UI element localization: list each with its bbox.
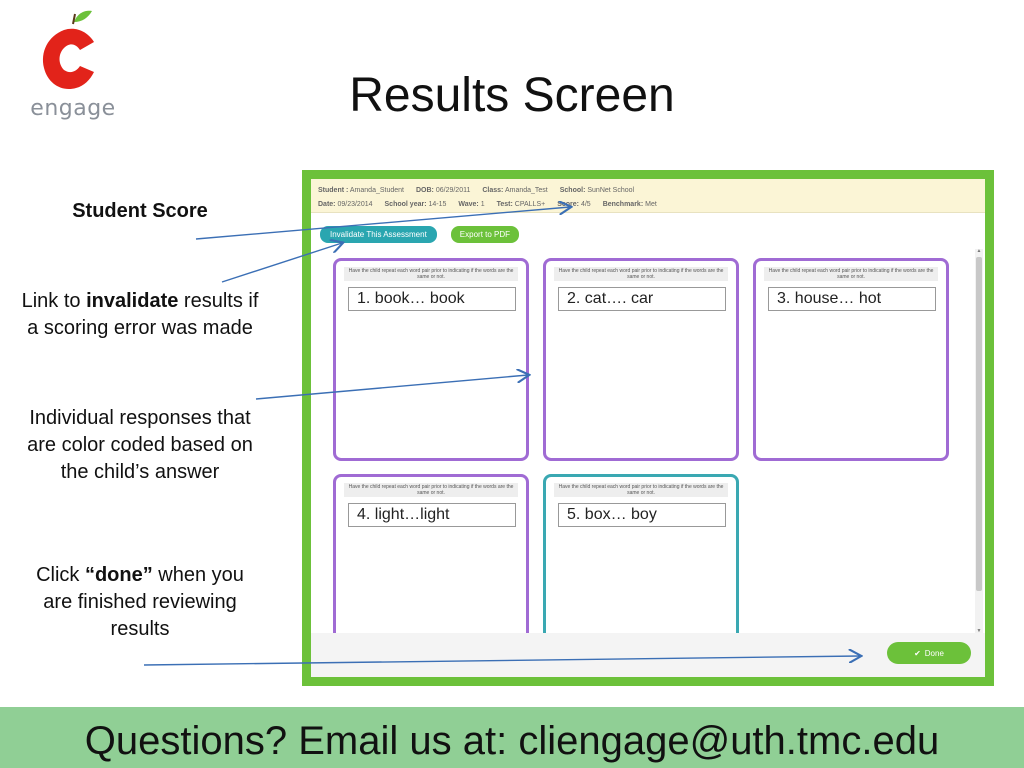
card-word-pair: 2. cat…. car: [558, 287, 726, 311]
questions-banner: Questions? Email us at: cliengage@uth.tm…: [0, 707, 1024, 768]
info-row-2: Date: 09/23/2014 School year: 14-15 Wave…: [318, 197, 985, 211]
info-item-school-year: School year: 14-15: [385, 201, 447, 208]
annotation-invalidate-after: results if a scoring error was made: [27, 290, 259, 339]
info-key: School:: [559, 186, 586, 194]
banner-text: Questions? Email us at: cliengage@uth.tm…: [84, 719, 940, 763]
check-icon: ✔: [914, 648, 921, 658]
info-key: School year:: [384, 200, 427, 208]
annotation-student-score: Student Score: [72, 200, 208, 222]
card-word-pair: 4. light…light: [348, 503, 516, 527]
info-value: Amanda_Test: [504, 186, 548, 194]
export-pdf-button[interactable]: Export to PDF: [450, 226, 520, 243]
info-key: Benchmark:: [602, 200, 644, 208]
annotation-done-after: when you are finished reviewing results: [43, 564, 244, 640]
app-footer-bar: ✔ Done: [311, 633, 985, 677]
info-key: Class:: [482, 186, 504, 194]
info-item-school: School: SunNet School: [560, 187, 634, 194]
info-item-class: Class: Amanda_Test: [482, 187, 547, 194]
slide-title: Results Screen: [349, 69, 675, 122]
response-cards-grid: Have the child repeat each word pair pri…: [311, 249, 973, 677]
scrollbar-thumb[interactable]: [976, 257, 982, 591]
annotation-done-before: Click: [36, 564, 85, 586]
info-value: CPALLS+: [514, 200, 546, 208]
results-screenshot-frame: Student : Amanda_Student DOB: 06/29/2011…: [302, 170, 994, 686]
info-item-student: Student : Amanda_Student: [318, 187, 404, 194]
info-value: SunNet School: [587, 186, 635, 194]
response-card-2[interactable]: Have the child repeat each word pair pri…: [543, 258, 739, 461]
info-item-benchmark: Benchmark: Met: [603, 201, 657, 208]
info-value: 1: [480, 200, 485, 208]
cliengage-logo: engage: [18, 8, 128, 123]
info-item-test: Test: CPALLS+: [497, 201, 546, 208]
info-key: Test:: [496, 200, 513, 208]
card-word-pair: 5. box… boy: [558, 503, 726, 527]
info-item-score: Score: 4/5: [557, 201, 590, 208]
info-value: 4/5: [580, 200, 591, 208]
results-app: Student : Amanda_Student DOB: 06/29/2011…: [311, 179, 985, 677]
info-value: 09/23/2014: [337, 200, 373, 208]
invalidate-assessment-button[interactable]: Invalidate This Assessment: [320, 226, 437, 243]
apple-c-logo-icon: [42, 10, 94, 90]
student-info-bar: Student : Amanda_Student DOB: 06/29/2011…: [311, 179, 985, 213]
card-word-pair: 3. house… hot: [768, 287, 936, 311]
response-card-1[interactable]: Have the child repeat each word pair pri…: [333, 258, 529, 461]
info-item-date: Date: 09/23/2014: [318, 201, 373, 208]
card-word-pair: 1. book… book: [348, 287, 516, 311]
done-button-label: Done: [924, 648, 944, 658]
response-card-3[interactable]: Have the child repeat each word pair pri…: [753, 258, 949, 461]
card-instruction: Have the child repeat each word pair pri…: [344, 267, 518, 281]
annotation-invalidate-before: Link to: [21, 290, 87, 312]
info-key: DOB:: [416, 186, 434, 194]
annotation-invalidate-bold: invalidate: [86, 290, 179, 312]
annotation-done-bold: “done”: [84, 564, 153, 586]
info-key: Date:: [318, 200, 336, 208]
logo-text: engage: [30, 96, 116, 121]
info-key: Score:: [557, 200, 579, 208]
info-value: Met: [645, 200, 657, 208]
card-instruction: Have the child repeat each word pair pri…: [554, 267, 728, 281]
annotation-done: Click “done” when you are finished revie…: [20, 562, 260, 643]
scroll-down-arrow-icon[interactable]: ▼: [976, 628, 982, 634]
annotation-invalidate: Link to invalidate results if a scoring …: [20, 288, 260, 342]
vertical-scrollbar[interactable]: ▲ ▼: [975, 248, 983, 634]
info-row-1: Student : Amanda_Student DOB: 06/29/2011…: [318, 183, 985, 197]
annotation-individual-responses: Individual responses that are color code…: [27, 407, 253, 483]
info-value: 06/29/2011: [435, 186, 471, 194]
card-instruction: Have the child repeat each word pair pri…: [764, 267, 938, 281]
info-key: Student :: [318, 186, 349, 194]
info-value: Amanda_Student: [349, 186, 404, 194]
info-item-dob: DOB: 06/29/2011: [416, 187, 470, 194]
card-instruction: Have the child repeat each word pair pri…: [554, 483, 728, 497]
scroll-up-arrow-icon[interactable]: ▲: [976, 248, 982, 254]
info-value: 14-15: [428, 200, 447, 208]
card-instruction: Have the child repeat each word pair pri…: [344, 483, 518, 497]
info-item-wave: Wave: 1: [458, 201, 484, 208]
done-button[interactable]: ✔ Done: [887, 642, 971, 664]
action-row: Invalidate This Assessment Export to PDF: [320, 226, 520, 243]
info-key: Wave:: [458, 200, 479, 208]
